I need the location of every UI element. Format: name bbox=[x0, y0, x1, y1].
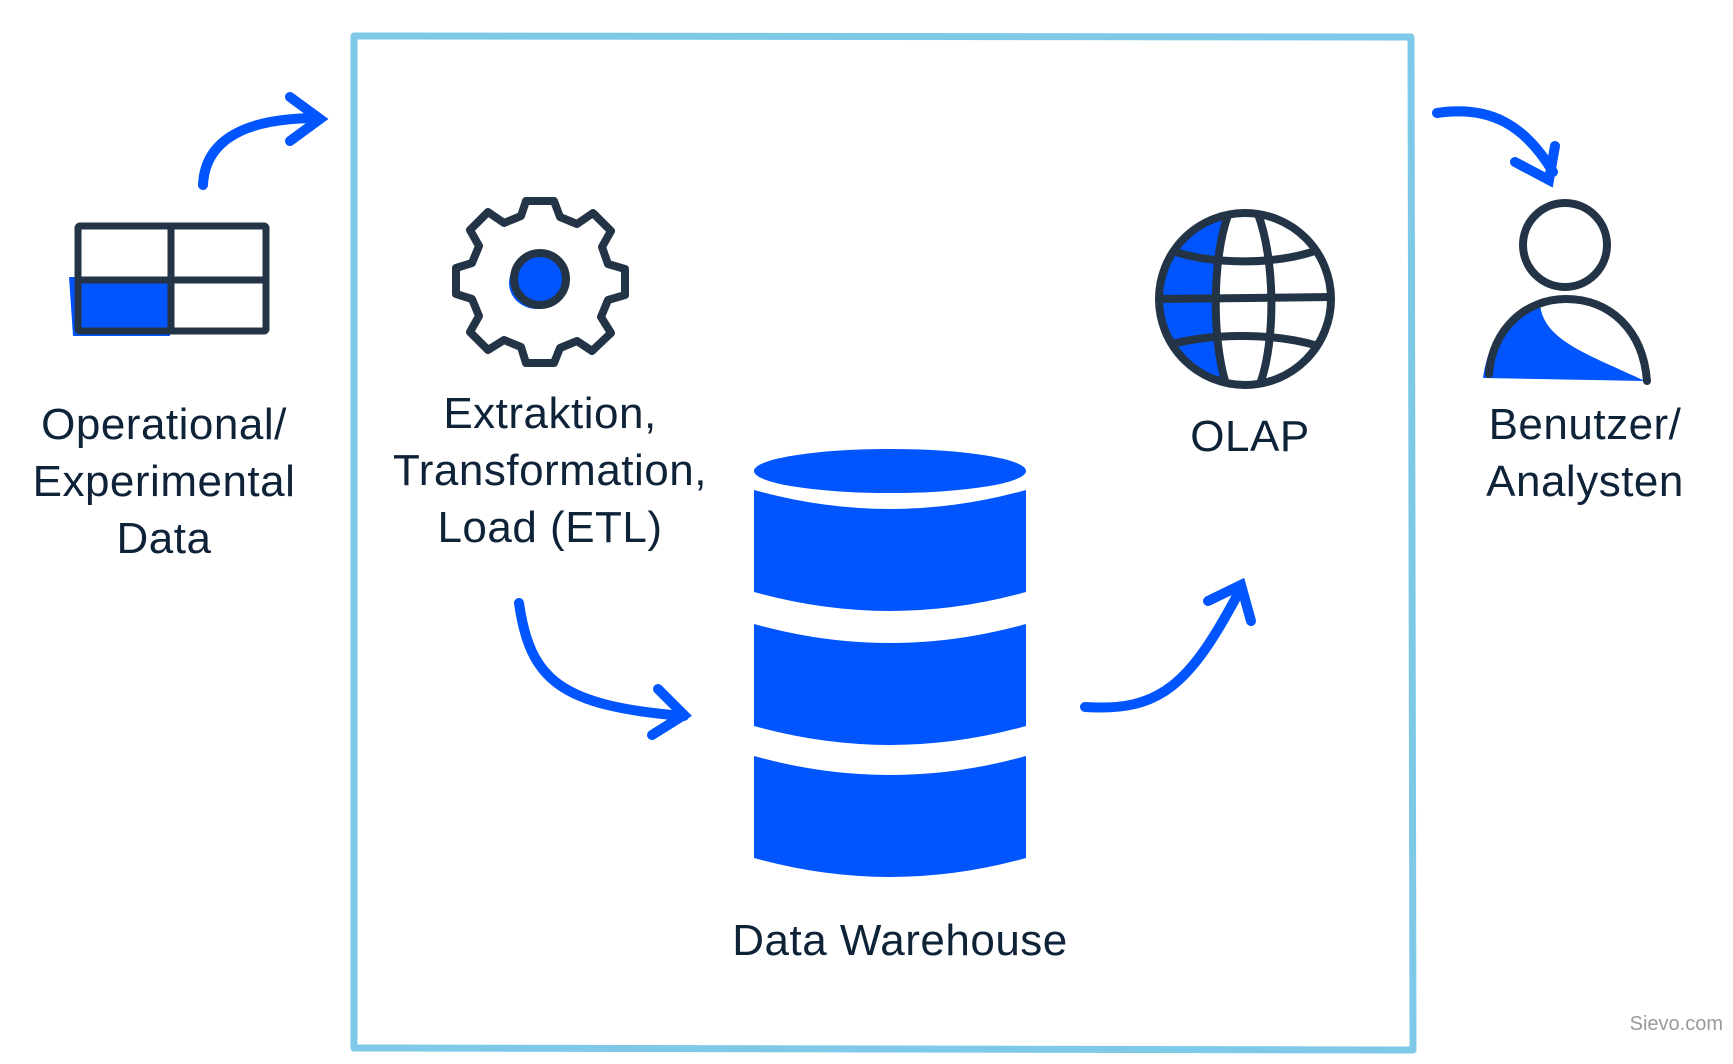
watermark: Sievo.com bbox=[1629, 1013, 1723, 1035]
users-label-line-2: Analysten bbox=[1486, 457, 1684, 506]
warehouse-label-text: Data Warehouse bbox=[732, 916, 1068, 965]
olap-label-text: OLAP bbox=[1190, 412, 1310, 461]
arrow-frame-to-users bbox=[1432, 106, 1560, 188]
etl-label-line-1: Extraktion, bbox=[443, 389, 657, 438]
source-label-line-1: Operational/ bbox=[41, 400, 287, 449]
globe-icon bbox=[1155, 209, 1335, 389]
arrow-source-to-frame bbox=[198, 92, 329, 190]
gear-icon bbox=[452, 197, 629, 367]
source-label-line-2: Experimental bbox=[32, 457, 296, 506]
etl-label: Extraktion, Transformation, Load (ETL) bbox=[370, 385, 730, 556]
database-icon bbox=[754, 449, 1026, 877]
etl-label-line-2: Transformation, bbox=[393, 446, 707, 495]
users-label-line-1: Benutzer/ bbox=[1488, 400, 1682, 449]
warehouse-label: Data Warehouse bbox=[700, 912, 1100, 969]
system-frame bbox=[350, 32, 1417, 1054]
arrow-warehouse-to-olap bbox=[1080, 577, 1256, 713]
source-label: Operational/ Experimental Data bbox=[14, 396, 314, 567]
table-icon bbox=[69, 222, 270, 336]
user-icon bbox=[1483, 199, 1651, 385]
source-label-line-3: Data bbox=[116, 514, 212, 563]
etl-label-line-3: Load (ETL) bbox=[437, 503, 663, 552]
users-label: Benutzer/ Analysten bbox=[1440, 396, 1730, 510]
arrow-etl-to-warehouse bbox=[514, 598, 692, 740]
olap-label: OLAP bbox=[1150, 408, 1350, 465]
